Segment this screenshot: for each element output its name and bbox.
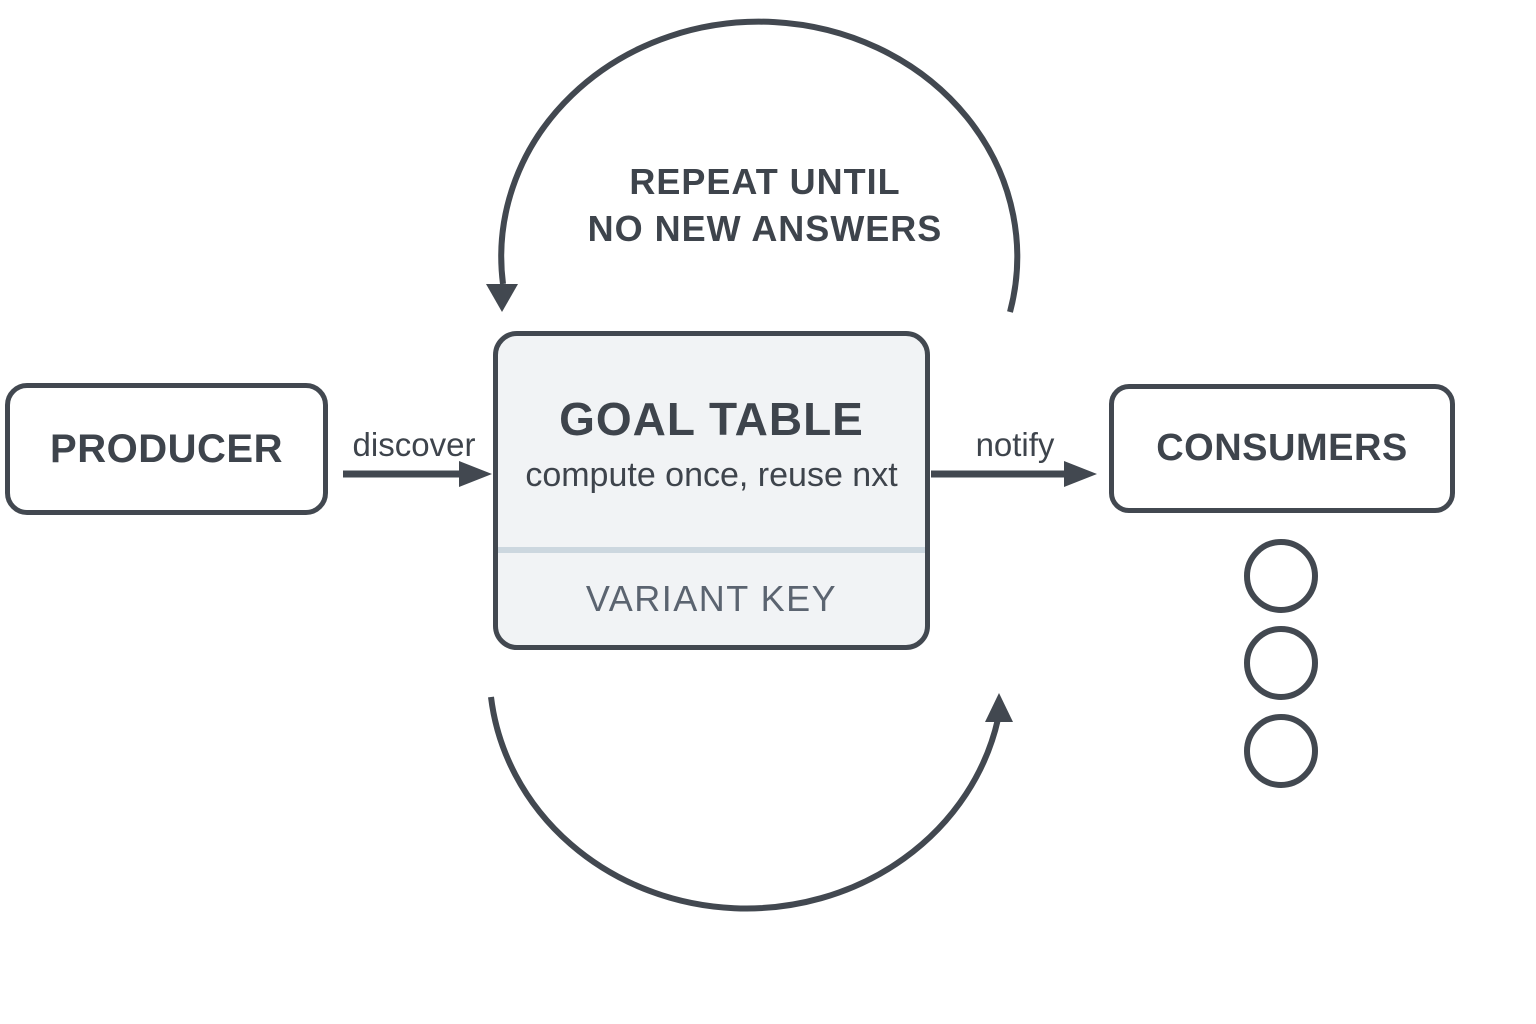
- goal-table-footer: VARIANT KEY: [585, 578, 838, 619]
- notify-edge-label: notify: [975, 426, 1055, 463]
- consumer-instance-circle: [1244, 626, 1318, 700]
- consumer-instance-circle: [1244, 539, 1318, 613]
- loop-caption-line2: NO NEW ANSWERS: [587, 208, 943, 249]
- loop-caption: REPEAT UNTIL NO NEW ANSWERS: [465, 158, 1065, 252]
- consumer-instances-icon: [1244, 539, 1318, 788]
- loop-top-arc: [498, 18, 1021, 313]
- consumer-instance-circle: [1244, 714, 1318, 788]
- loop-caption-line1: REPEAT UNTIL: [629, 161, 901, 202]
- consumers-node: CONSUMERS: [1109, 384, 1455, 513]
- discover-edge-label: discover: [352, 426, 476, 463]
- loop-top-arrowhead-icon: [486, 284, 518, 312]
- discover-arrow: [343, 461, 492, 487]
- consumers-label: CONSUMERS: [1156, 427, 1408, 469]
- goal-table-title: GOAL TABLE: [559, 393, 864, 445]
- notify-arrowhead-icon: [1064, 461, 1097, 487]
- loop-bottom-arrowhead-icon: [985, 693, 1013, 722]
- notify-arrow: [931, 461, 1097, 487]
- goal-table-subtitle: compute once, reuse nxt: [525, 456, 898, 494]
- loop-bottom-arc: [488, 696, 1001, 912]
- producer-node: PRODUCER: [5, 383, 328, 515]
- producer-label: PRODUCER: [50, 426, 283, 471]
- goal-table-node: GOAL TABLE compute once, reuse nxt VARIA…: [493, 331, 930, 650]
- goal-table-divider: [498, 547, 925, 553]
- discover-arrowhead-icon: [459, 461, 492, 487]
